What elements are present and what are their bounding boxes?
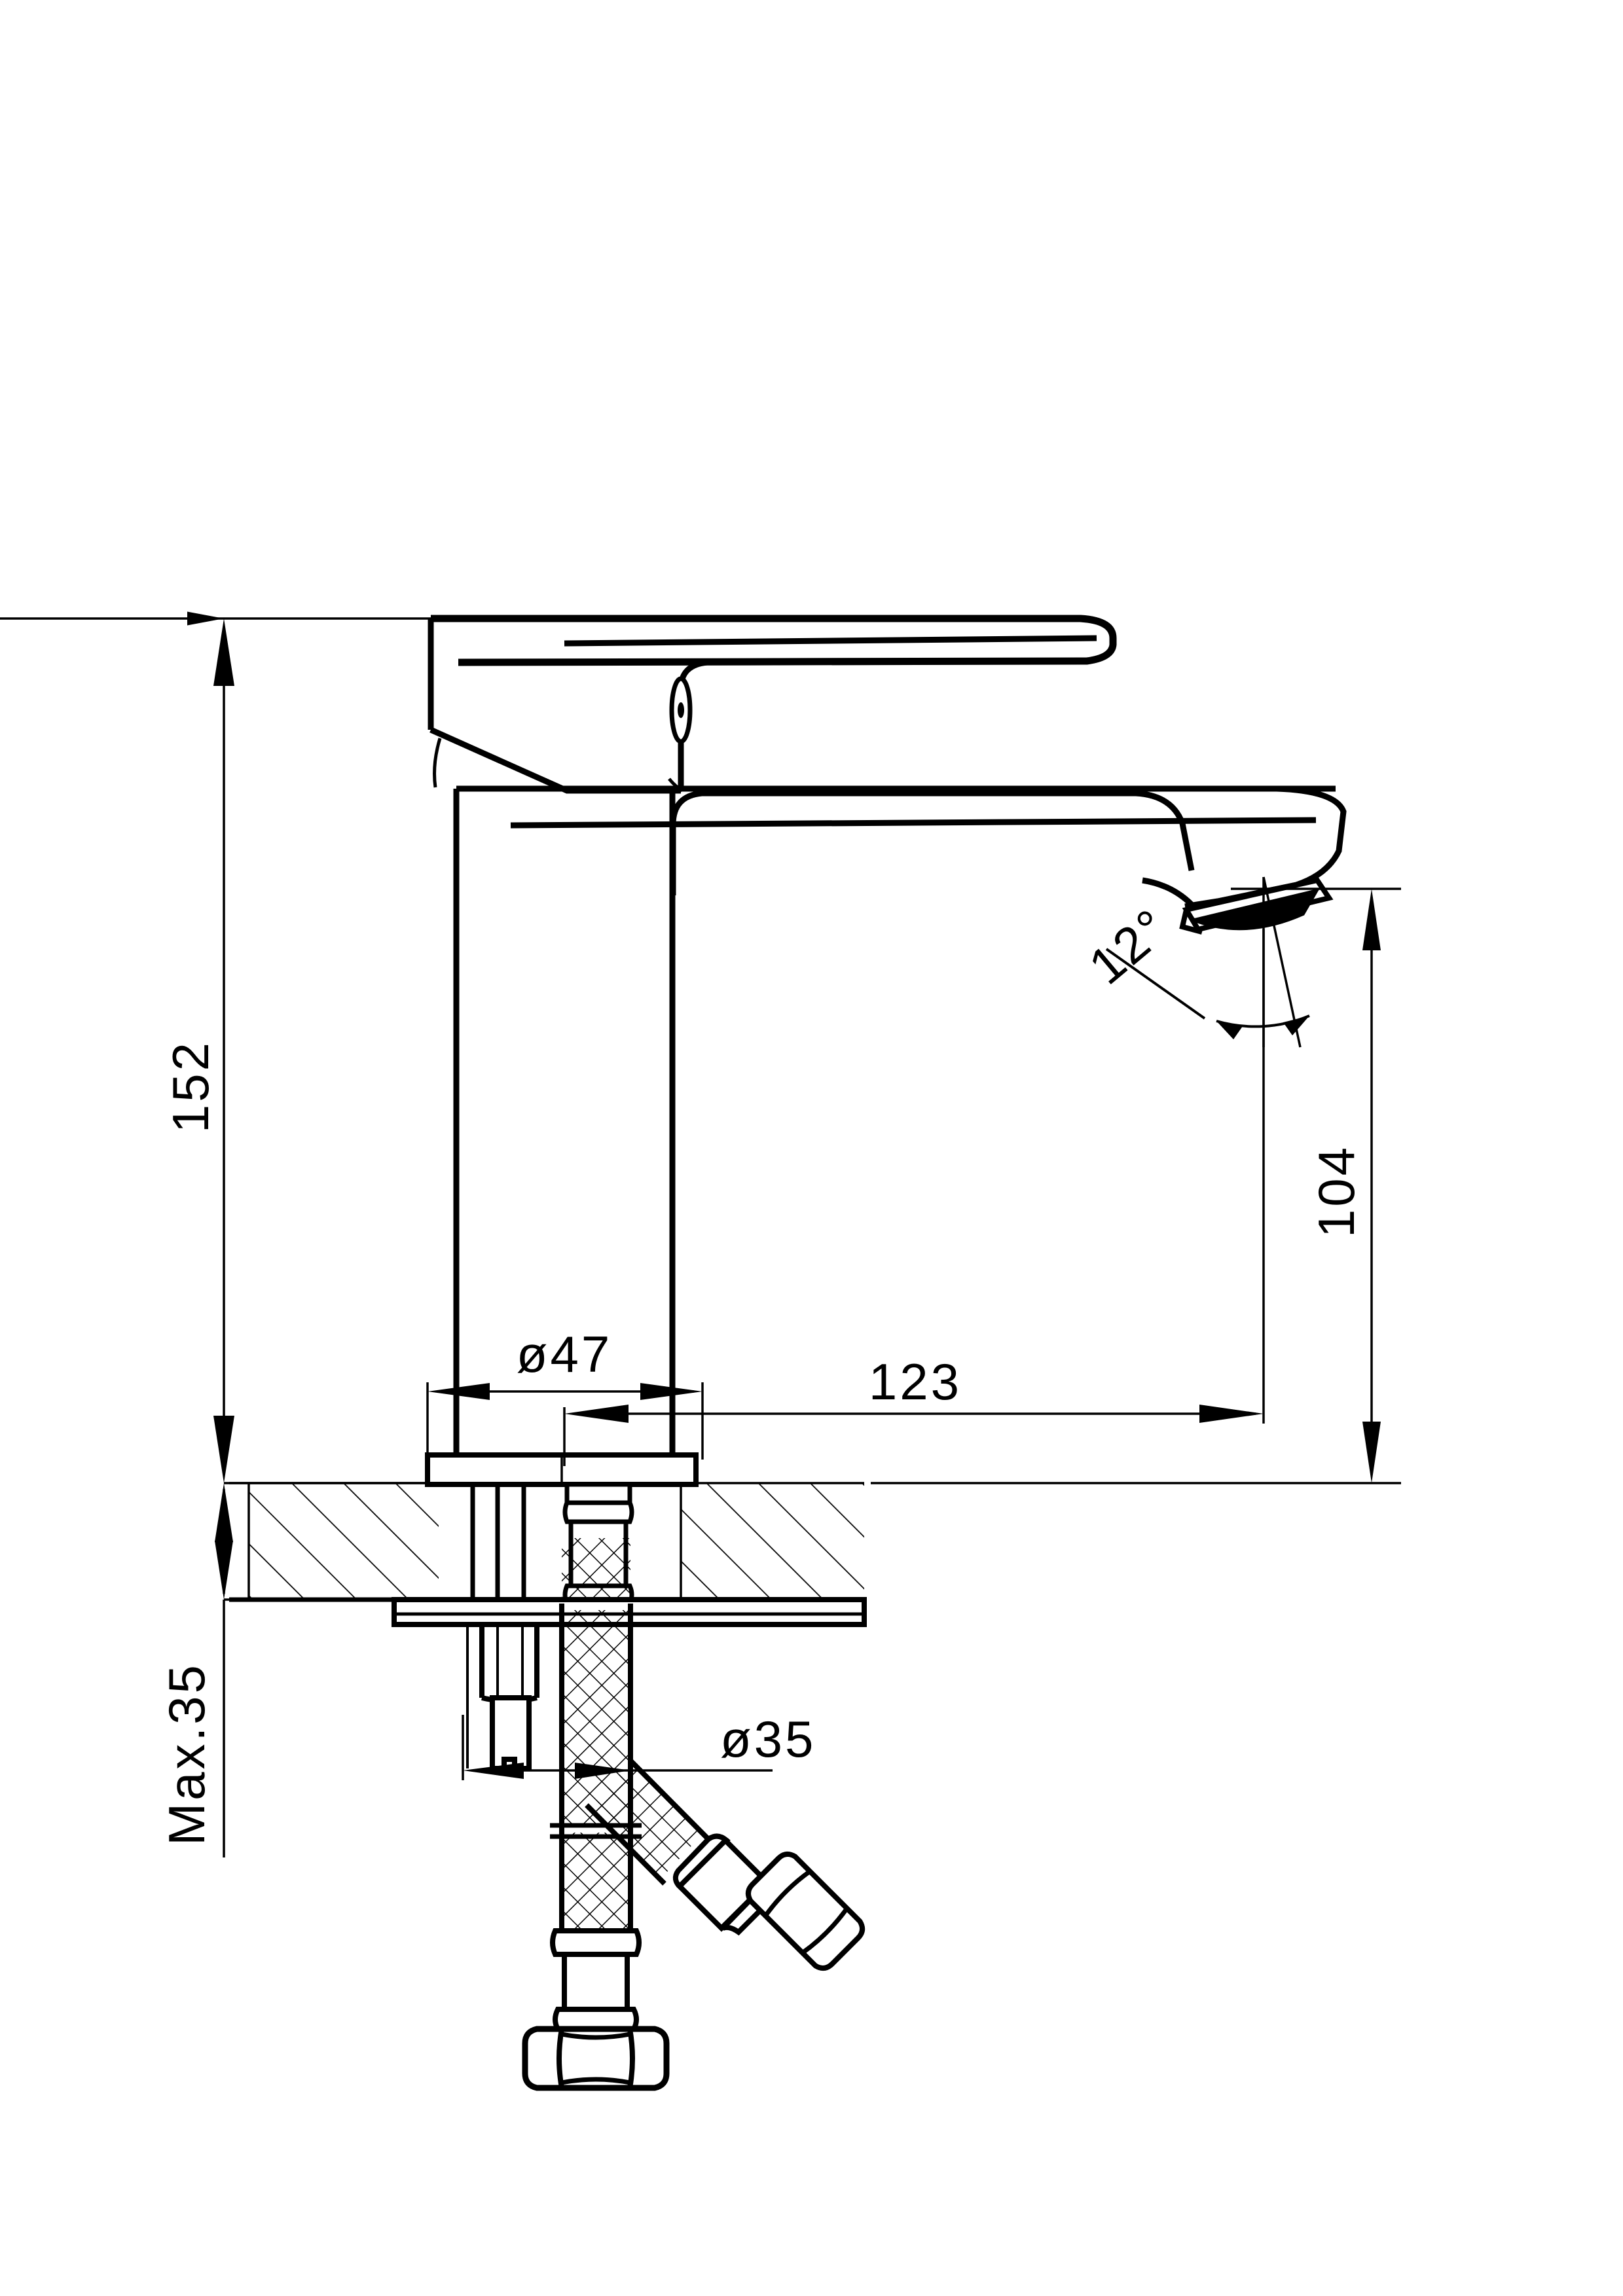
escutcheon-base: [425, 1452, 699, 1487]
dimension-label-max35: Max.35: [158, 1662, 215, 1846]
dimension-dia35: ø35: [462, 1710, 816, 1780]
column-body: [453, 789, 676, 1455]
flexible-hose-a: [550, 1538, 642, 1931]
dimension-123: 123: [563, 929, 1265, 1466]
lower-shank: [466, 1624, 539, 1771]
dimension-104: 104: [871, 888, 1401, 1484]
aerator-outlet: [1179, 877, 1334, 935]
dimension-label-104: 104: [1307, 1145, 1365, 1238]
hose-fitting: [550, 1928, 642, 2032]
dimension-max35: Max.35: [158, 1483, 406, 1857]
hex-nut: [522, 2026, 670, 2091]
dimension-label-123: 123: [869, 1353, 962, 1410]
dimension-label-dia35: ø35: [720, 1710, 816, 1768]
flexible-hose-b: [585, 1759, 866, 1971]
dimension-152: 152: [0, 611, 478, 1484]
dimension-label-dia47: ø47: [517, 1325, 612, 1383]
dimension-dia47: ø47: [426, 1325, 704, 1460]
dimension-label-152: 152: [162, 1040, 219, 1133]
lever-handle: [428, 615, 1117, 794]
